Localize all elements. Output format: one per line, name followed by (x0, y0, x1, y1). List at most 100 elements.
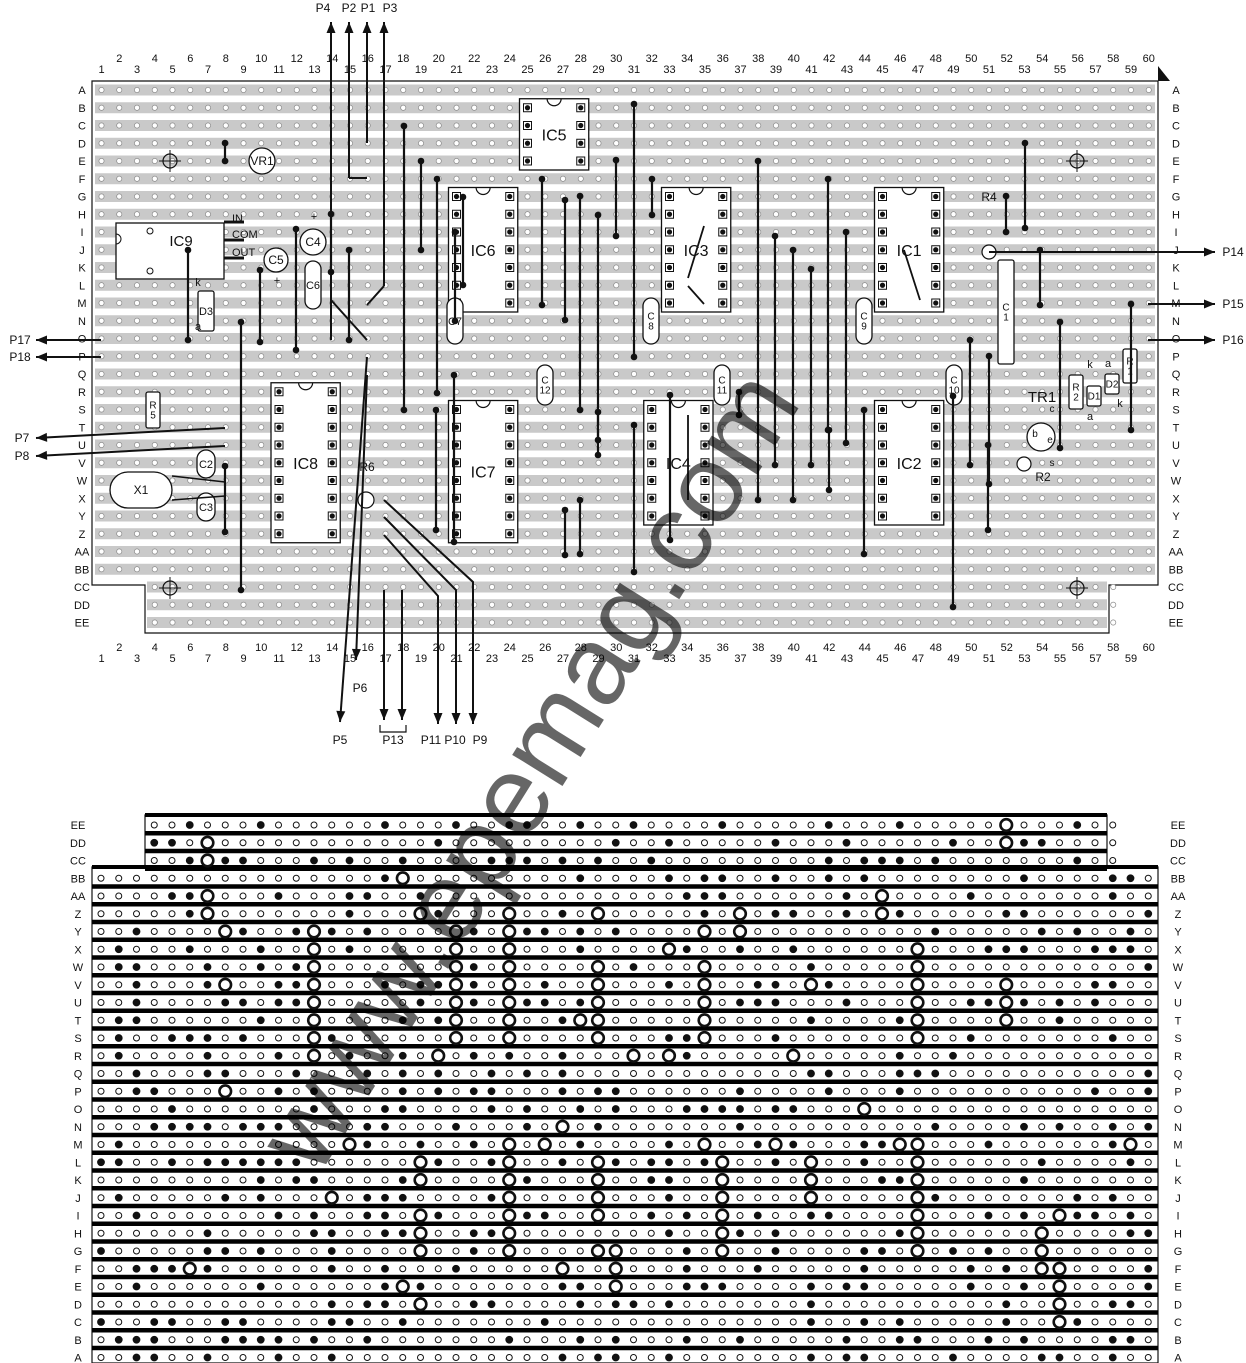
track-hole (611, 927, 620, 936)
hole (222, 371, 229, 377)
hole (968, 566, 975, 573)
hole (169, 335, 176, 342)
wire-p8-head (36, 450, 48, 460)
track-hole (772, 1176, 779, 1184)
hole (1110, 158, 1117, 164)
wire-end (433, 175, 441, 183)
track-cut (1034, 1226, 1049, 1241)
hole (258, 459, 265, 466)
hole (790, 211, 797, 218)
track-hole (487, 1087, 496, 1096)
hole (613, 406, 620, 413)
track-hole (1091, 1229, 1099, 1237)
wire-end (450, 538, 458, 546)
track-hole (807, 1336, 815, 1344)
track-hole (878, 821, 886, 829)
r2-preset-label: R2 (1035, 470, 1051, 484)
track-hole (843, 963, 850, 971)
hole (826, 495, 833, 502)
column-label-top: 10 (255, 53, 267, 65)
column-label-bottom: 37 (734, 653, 746, 665)
row-label-right: L (1173, 280, 1179, 292)
track-hole (771, 874, 780, 883)
track-hole (931, 1016, 939, 1024)
track-hole (967, 1247, 975, 1255)
hole (169, 513, 176, 519)
hole (524, 264, 531, 271)
track-hole (594, 874, 602, 882)
track-hole (559, 874, 566, 882)
track-hole (1144, 1105, 1152, 1113)
hole (311, 122, 318, 129)
hole (524, 619, 531, 626)
track-hole (114, 963, 123, 971)
track-cut (1034, 1243, 1049, 1259)
hole (932, 317, 939, 324)
track-hole (807, 1123, 815, 1131)
hole (631, 371, 637, 377)
track-hole (523, 1336, 531, 1344)
r6-label: R6 (359, 460, 375, 474)
track-hole (647, 839, 655, 847)
hole (418, 566, 424, 573)
track-hole (843, 1016, 850, 1024)
track-hole (966, 1264, 975, 1273)
hole (737, 211, 744, 218)
track-hole (665, 1140, 673, 1149)
hole (205, 530, 211, 537)
hole (205, 406, 211, 413)
track-hole (914, 821, 921, 829)
column-label-top: 7 (205, 64, 211, 76)
hole (879, 619, 886, 626)
track-hole (256, 945, 265, 954)
track-hole (718, 1034, 726, 1042)
track-hole (984, 1211, 993, 1220)
hole (1057, 601, 1063, 608)
hole (666, 122, 673, 129)
hole (524, 335, 531, 342)
track-hole (967, 1123, 975, 1131)
column-label-top: 5 (169, 64, 175, 76)
track-hole (683, 1141, 691, 1148)
track-hole (469, 1229, 478, 1238)
hole (1110, 459, 1117, 466)
track-hole (97, 945, 105, 953)
track-hole (434, 1176, 442, 1184)
hole (240, 619, 247, 626)
hole (1021, 584, 1028, 590)
track-hole (985, 892, 992, 900)
hole (222, 584, 229, 590)
track-hole (1056, 1141, 1063, 1148)
track-hole (523, 1211, 531, 1220)
wire-end (184, 246, 192, 254)
hole (1145, 388, 1152, 395)
hole (222, 317, 229, 324)
track-hole (576, 1123, 584, 1131)
hole (311, 211, 318, 218)
track-hole (150, 945, 158, 953)
track-row-label-right: DD (1170, 838, 1186, 850)
hole (169, 388, 176, 395)
hole (1145, 264, 1152, 271)
track-hole (1091, 1141, 1099, 1148)
hole (258, 175, 265, 182)
wire-p7-head (36, 432, 48, 442)
hole (347, 442, 353, 448)
hole (187, 513, 194, 519)
hole (205, 584, 211, 590)
track-hole (150, 1229, 158, 1237)
track-hole (1020, 1052, 1028, 1060)
hole (98, 175, 105, 182)
track-hole (523, 1087, 531, 1095)
wire-end (400, 406, 408, 414)
hole (151, 530, 158, 537)
track-hole (381, 1122, 389, 1131)
track-hole (469, 980, 478, 989)
track-hole (736, 1105, 744, 1113)
track-hole (559, 1336, 566, 1344)
hole (808, 246, 815, 253)
track-hole (665, 821, 673, 829)
hole (400, 584, 407, 590)
hole (968, 317, 975, 324)
component-label: X1 (134, 483, 149, 497)
